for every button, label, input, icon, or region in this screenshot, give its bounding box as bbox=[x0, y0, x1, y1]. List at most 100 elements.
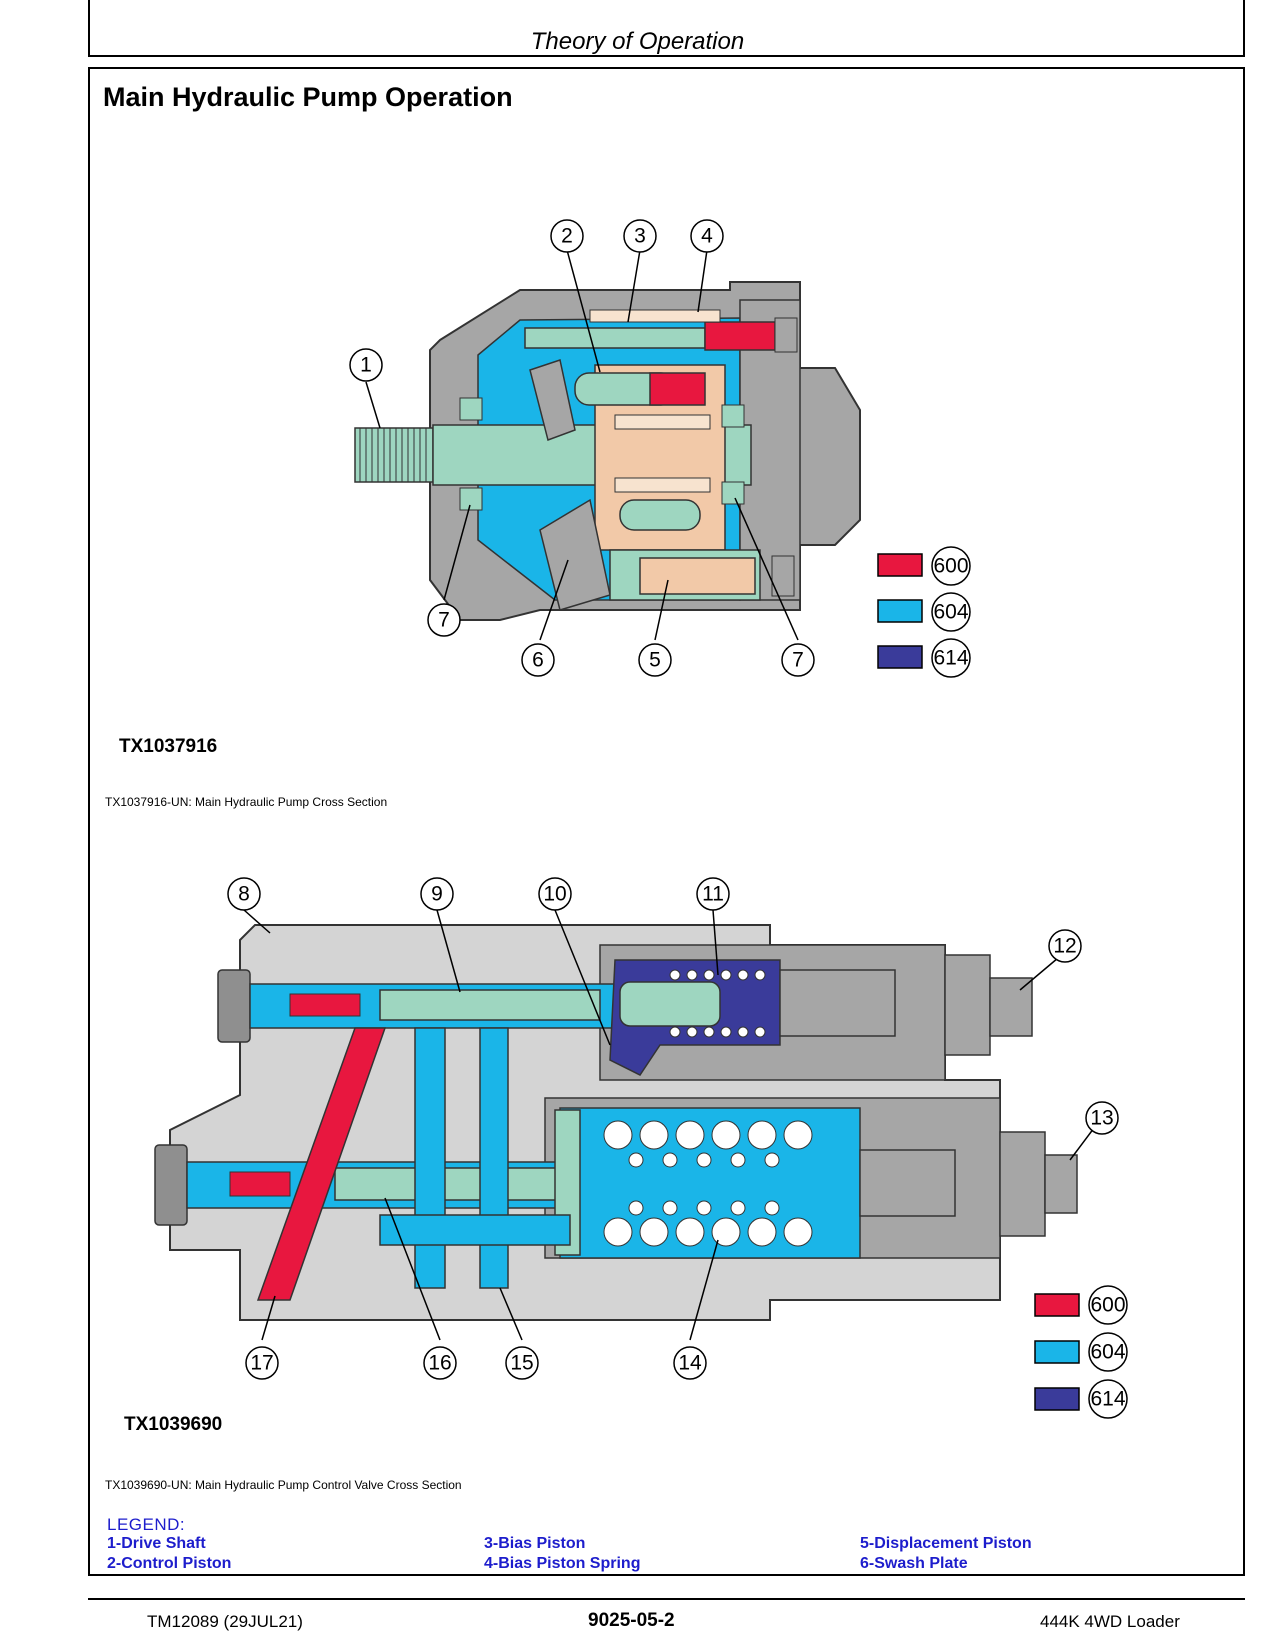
fig1-key-code-614: 614 bbox=[933, 647, 968, 670]
figure1-id: TX1037916 bbox=[119, 736, 218, 757]
lower-spool bbox=[334, 1167, 576, 1201]
figure2-leader-lines bbox=[243, 909, 1101, 1341]
pump-piston-upper-pressure bbox=[649, 372, 706, 406]
callout-10-label: 10 bbox=[543, 883, 566, 906]
callout-16-circle bbox=[423, 1346, 457, 1380]
drive-shaft-spline bbox=[354, 427, 434, 483]
front-bearing-lower bbox=[459, 487, 483, 511]
callout-9-circle bbox=[420, 877, 454, 911]
callout-8-circle bbox=[227, 877, 261, 911]
callout-13-label: 13 bbox=[1090, 1107, 1113, 1130]
figure1-leader-lines bbox=[365, 249, 799, 641]
lower-adjuster bbox=[859, 1149, 956, 1217]
front-bearing bbox=[459, 397, 483, 421]
callout-11-label: 11 bbox=[702, 883, 724, 906]
callout-14-label: 14 bbox=[678, 1352, 702, 1375]
legend-item-control-piston: 2-Control Piston bbox=[107, 1555, 232, 1572]
lower-adjuster-nut bbox=[999, 1131, 1046, 1237]
callout-6-circle bbox=[521, 643, 555, 677]
callout-10-circle bbox=[538, 877, 572, 911]
callout-5-label: 5 bbox=[649, 649, 661, 672]
footer-machine-model: 444K 4WD Loader bbox=[1040, 1612, 1180, 1631]
callout-9-label: 9 bbox=[431, 883, 443, 906]
header-frame bbox=[88, 0, 1245, 57]
callout-4-circle bbox=[690, 219, 724, 253]
rear-bearing bbox=[721, 404, 745, 428]
callout-2-circle bbox=[550, 219, 584, 253]
fig1-key-swatch-614 bbox=[877, 645, 923, 669]
figure1-caption: TX1037916-UN: Main Hydraulic Pump Cross … bbox=[105, 795, 388, 809]
callout-7b-label: 7 bbox=[792, 649, 804, 672]
callout-13-circle bbox=[1085, 1101, 1119, 1135]
fig1-key-circle-604 bbox=[931, 592, 971, 632]
pilot-poppet bbox=[619, 981, 721, 1027]
callout-11-circle bbox=[696, 877, 730, 911]
upper-plug bbox=[217, 969, 251, 1043]
fig1-key-circle-614 bbox=[931, 638, 971, 678]
figure2-id: TX1039690 bbox=[124, 1414, 223, 1435]
callout-5-circle bbox=[638, 643, 672, 677]
content-frame bbox=[88, 67, 1245, 1576]
figure2-callouts bbox=[227, 877, 1119, 1380]
footer-page-number: 9025-05-2 bbox=[588, 1610, 675, 1631]
displacement-piston bbox=[639, 557, 756, 595]
pump-piston-lower bbox=[619, 499, 701, 531]
oil-passage-vertical-1 bbox=[414, 1027, 446, 1289]
callout-14-circle bbox=[673, 1346, 707, 1380]
callout-7a-circle bbox=[427, 603, 461, 637]
legend-item-displacement-piston: 5-Displacement Piston bbox=[860, 1535, 1032, 1552]
callout-17-label: 17 bbox=[250, 1352, 273, 1375]
legend-item-bias-piston: 3-Bias Piston bbox=[484, 1535, 586, 1552]
lower-spool-pressure bbox=[229, 1171, 291, 1197]
callout-2-label: 2 bbox=[561, 225, 573, 248]
footer-divider bbox=[88, 1598, 1245, 1600]
bias-piston-rod bbox=[524, 327, 706, 349]
callout-15-circle bbox=[505, 1346, 539, 1380]
fig2-key-swatch-604 bbox=[1034, 1340, 1080, 1364]
callout-1-circle bbox=[349, 348, 383, 382]
upper-adjuster bbox=[779, 969, 896, 1037]
fig2-key-code-600: 600 bbox=[1090, 1294, 1125, 1317]
upper-adjuster-stem bbox=[989, 977, 1033, 1037]
callout-8-label: 8 bbox=[238, 883, 250, 906]
upper-spool bbox=[379, 989, 601, 1021]
fig1-key-code-604: 604 bbox=[933, 601, 968, 624]
callout-7a-label: 7 bbox=[438, 609, 450, 632]
fig2-key-circle-600 bbox=[1088, 1285, 1128, 1325]
callout-1-label: 1 bbox=[360, 354, 372, 377]
lower-spring-coils bbox=[603, 1120, 813, 1247]
figure1-callouts bbox=[349, 219, 815, 677]
fig1-key-code-600: 600 bbox=[933, 555, 968, 578]
fig1-key-swatch-604 bbox=[877, 599, 923, 623]
section-title: Main Hydraulic Pump Operation bbox=[103, 82, 513, 112]
callout-12-circle bbox=[1048, 929, 1082, 963]
lower-plug bbox=[154, 1144, 188, 1226]
lower-adjuster-stem bbox=[1044, 1154, 1078, 1214]
figure2-caption: TX1039690-UN: Main Hydraulic Pump Contro… bbox=[105, 1478, 462, 1492]
pressure-passage-diagonal bbox=[256, 1027, 387, 1301]
callout-17-circle bbox=[245, 1346, 279, 1380]
fig2-key-circle-604 bbox=[1088, 1332, 1128, 1372]
barrel-spring-upper bbox=[614, 414, 711, 430]
callout-6-label: 6 bbox=[532, 649, 544, 672]
callout-15-label: 15 bbox=[510, 1352, 533, 1375]
swash-plate-upper bbox=[529, 359, 576, 441]
legend-item-bias-piston-spring: 4-Bias Piston Spring bbox=[484, 1555, 641, 1572]
pilot-spring-coils bbox=[669, 969, 766, 1038]
fig1-key-circle-600 bbox=[931, 546, 971, 586]
oil-passage-vertical-2 bbox=[479, 1027, 509, 1289]
fig2-key-code-614: 614 bbox=[1090, 1388, 1125, 1411]
callout-12-label: 12 bbox=[1053, 935, 1076, 958]
bias-piston-pressure bbox=[704, 321, 776, 351]
fig1-key-swatch-600 bbox=[877, 553, 923, 577]
callout-7b-circle bbox=[781, 643, 815, 677]
page-header-title: Theory of Operation bbox=[530, 28, 745, 55]
bias-piston-plug bbox=[774, 317, 798, 353]
bias-piston-spring bbox=[589, 309, 721, 323]
legend-heading: LEGEND: bbox=[107, 1515, 186, 1534]
callout-3-label: 3 bbox=[634, 225, 646, 248]
barrel-spring-lower bbox=[614, 477, 711, 493]
fig2-key-code-604: 604 bbox=[1090, 1341, 1125, 1364]
callout-3-circle bbox=[623, 219, 657, 253]
